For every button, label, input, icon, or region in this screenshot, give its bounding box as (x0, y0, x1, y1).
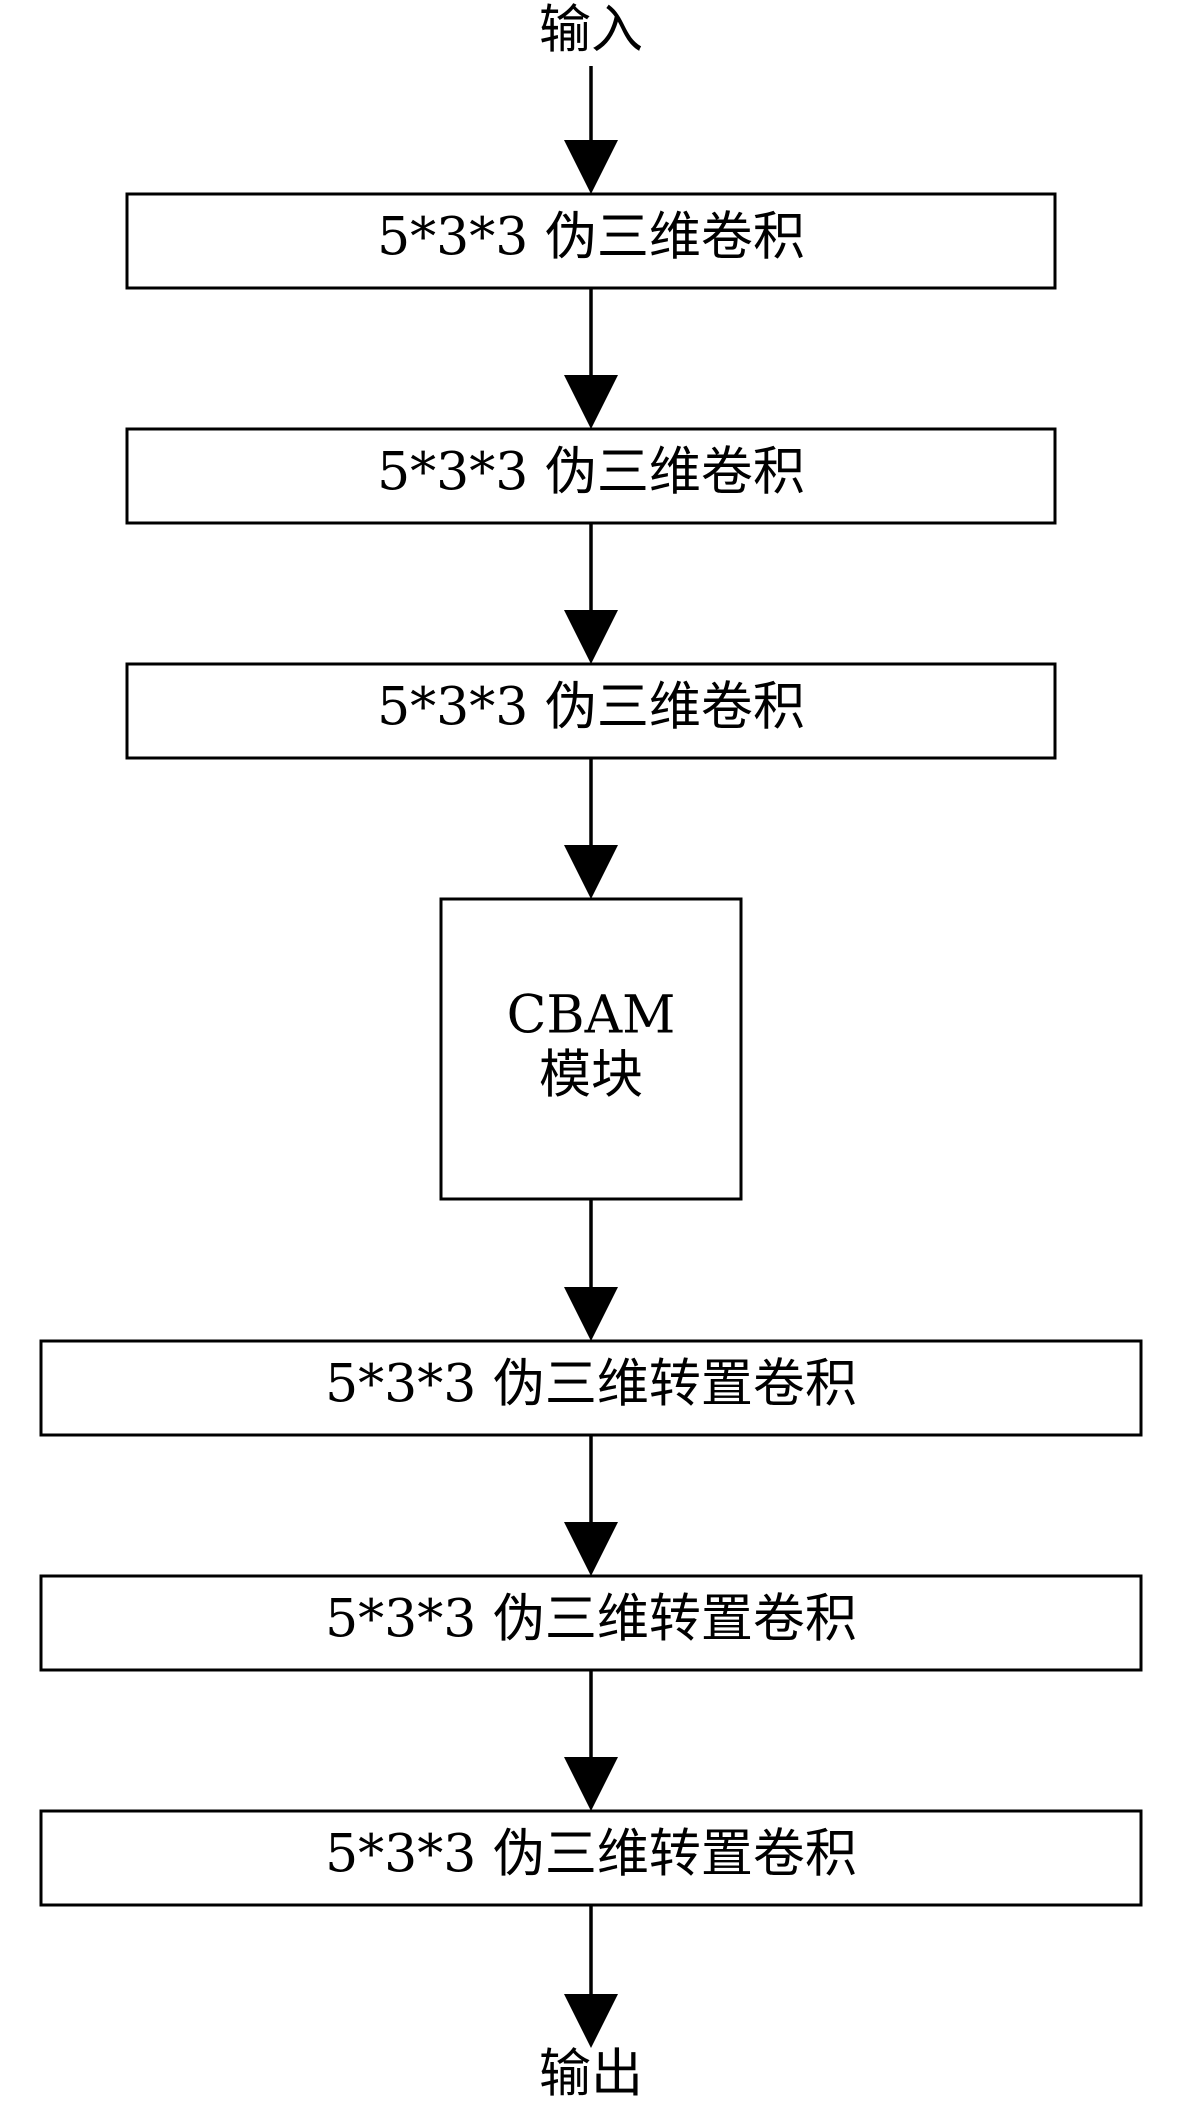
output-label: 输出 (539, 2045, 643, 2105)
arrow-head (564, 1287, 618, 1341)
node-box-tconv-2 (39, 1574, 1143, 1672)
node-label-tconv-2: 5*3*3 伪三维转置卷积 (325, 1590, 857, 1650)
node-tconv-2: 5*3*3 伪三维转置卷积 (39, 1574, 1143, 1672)
arrow-head (564, 375, 618, 429)
node-tconv-1: 5*3*3 伪三维转置卷积 (39, 1339, 1143, 1437)
node-conv-1: 5*3*3 伪三维卷积 (125, 192, 1057, 290)
node-box-tconv-1 (39, 1339, 1143, 1437)
node-box-conv-3 (125, 662, 1057, 760)
arrow-tconv-3-to-output (564, 1905, 618, 2048)
node-label-conv-3: 5*3*3 伪三维卷积 (377, 678, 805, 738)
node-box-cbam (439, 897, 743, 1201)
arrow-head (564, 845, 618, 899)
input-label: 输入 (539, 1, 643, 61)
arrow-conv-2-to-conv-3 (564, 523, 618, 664)
node-box-conv-1 (125, 192, 1057, 290)
node-label-conv-2: 5*3*3 伪三维卷积 (377, 443, 805, 503)
node-label-cbam: 模块 (539, 1046, 643, 1106)
node-conv-3: 5*3*3 伪三维卷积 (125, 662, 1057, 760)
node-box-tconv-3 (39, 1809, 1143, 1907)
node-label-tconv-3: 5*3*3 伪三维转置卷积 (325, 1825, 857, 1885)
arrow-conv-3-to-cbam (564, 758, 618, 899)
node-label-cbam: CBAM (507, 986, 676, 1046)
node-label-conv-1: 5*3*3 伪三维卷积 (377, 208, 805, 268)
arrow-head (564, 1522, 618, 1576)
arrow-conv-1-to-conv-2 (564, 288, 618, 429)
arrow-head (564, 1757, 618, 1811)
arrow-input-to-conv-1 (564, 66, 618, 194)
arrow-head (564, 140, 618, 194)
arrow-tconv-2-to-tconv-3 (564, 1670, 618, 1811)
node-tconv-3: 5*3*3 伪三维转置卷积 (39, 1809, 1143, 1907)
node-label-tconv-1: 5*3*3 伪三维转置卷积 (325, 1355, 857, 1415)
node-conv-2: 5*3*3 伪三维卷积 (125, 427, 1057, 525)
arrow-head (564, 1994, 618, 2048)
edges-layer (564, 66, 618, 2048)
node-box-conv-2 (125, 427, 1057, 525)
arrow-cbam-to-tconv-1 (564, 1199, 618, 1341)
arrow-tconv-1-to-tconv-2 (564, 1435, 618, 1576)
arrow-head (564, 610, 618, 664)
